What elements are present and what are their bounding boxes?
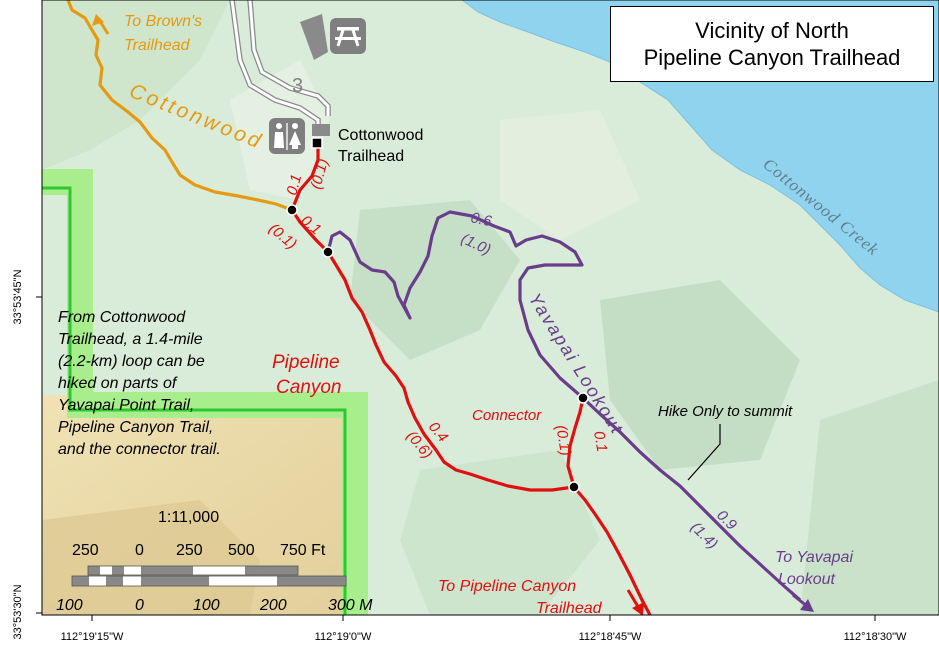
latitude-label: 33°53'45"N [12, 269, 24, 324]
svg-text:200: 200 [259, 597, 287, 614]
svg-text:From Cottonwood: From Cottonwood [58, 309, 186, 326]
yavapai-trail [326, 210, 802, 602]
connector-label: Connector [472, 407, 542, 424]
svg-text:Pipeline Canyon Trail,: Pipeline Canyon Trail, [58, 419, 213, 436]
svg-text:250: 250 [176, 542, 203, 559]
trail-junction-icon [322, 246, 334, 258]
svg-text:100: 100 [56, 597, 83, 614]
parking-lot [300, 14, 328, 60]
road [248, 0, 330, 116]
trailhead-label: Cottonwood [338, 127, 423, 144]
cottonwood-trail [66, 0, 293, 212]
svg-text:100: 100 [193, 597, 220, 614]
longitude-label: 112°18'45"W [579, 631, 642, 643]
pipeline-label: Pipeline [272, 352, 340, 373]
longitude-label: 112°18'30"W [844, 631, 907, 643]
hillshade [500, 110, 640, 240]
to-yavapai-label: Lookout [778, 571, 835, 588]
trail-junction-icon [568, 481, 580, 493]
lake-shore [461, 0, 939, 313]
route-number-label: 3 [292, 75, 303, 97]
distance-label: (0.1) [552, 424, 574, 457]
hillshade [800, 380, 939, 615]
distance-label: 0.1 [590, 430, 610, 453]
svg-text:750 Ft: 750 Ft [280, 542, 326, 559]
to-browns-label: To Brown's [124, 13, 202, 30]
map-title-line: Vicinity of North [695, 18, 849, 43]
svg-text:500: 500 [228, 542, 255, 559]
svg-text:300 M: 300 M [328, 597, 373, 614]
svg-text:0: 0 [135, 542, 144, 559]
pipeline-label: Canyon [276, 377, 342, 398]
pipeline-trail [290, 142, 652, 615]
hike-only-callout-line [687, 424, 721, 481]
latitude-label: 33°53'30"N [12, 584, 24, 639]
to-browns-label: Trailhead [124, 37, 191, 54]
trail-junction-icon [286, 204, 298, 216]
boundary-halo [42, 169, 368, 615]
svg-text:250: 250 [72, 542, 99, 559]
road [230, 0, 320, 136]
longitude-label: 112°19'0"W [315, 631, 372, 643]
longitude-label: 112°19'15"W [61, 631, 124, 643]
picnic-table-icon [330, 18, 366, 54]
svg-text:and the connector trail.: and the connector trail. [58, 441, 221, 458]
distance-label: 0.6 [469, 209, 494, 230]
to-pipeline-label: Trailhead [536, 600, 603, 617]
direction-arrow-icon [800, 599, 814, 612]
to-yavapai-label: To Yavapai [775, 549, 853, 566]
svg-text:Yavapai Point Trail,: Yavapai Point Trail, [58, 397, 194, 414]
restroom-icon [269, 118, 305, 154]
trailhead-label: Trailhead [338, 148, 404, 165]
svg-text:0: 0 [135, 597, 144, 614]
svg-text:1:11,000: 1:11,000 [158, 509, 219, 526]
direction-arrow-icon [92, 14, 104, 26]
hillshade [600, 280, 800, 470]
direction-arrow-icon [632, 602, 644, 615]
boundary-line [42, 186, 347, 615]
svg-text:hiked on parts of: hiked on parts of [58, 375, 178, 392]
trail-junction-icon [577, 392, 589, 404]
scale-bar: 1:11,000 250 0 250 500 750 Ft 100 [56, 509, 373, 614]
loop-note: From Cottonwood Trailhead, a 1.4-mile (2… [58, 309, 221, 458]
hillshade [350, 200, 520, 360]
hillshade [42, 0, 230, 170]
map-title-line: Pipeline Canyon Trailhead [643, 45, 901, 70]
trailhead-marker-icon [311, 137, 323, 149]
svg-text:(2.2-km) loop can be: (2.2-km) loop can be [58, 353, 205, 370]
distance-label: 0.1 [283, 172, 305, 197]
parking-area [312, 124, 330, 136]
hike-only-label: Hike Only to summit [658, 403, 793, 420]
to-pipeline-label: To Pipeline Canyon [438, 578, 576, 595]
svg-text:Trailhead, a 1.4-mile: Trailhead, a 1.4-mile [58, 331, 203, 348]
map-title: Vicinity of North Pipeline Canyon Trailh… [610, 6, 934, 82]
connector-trail [566, 397, 585, 488]
map-frame [41, 0, 939, 616]
